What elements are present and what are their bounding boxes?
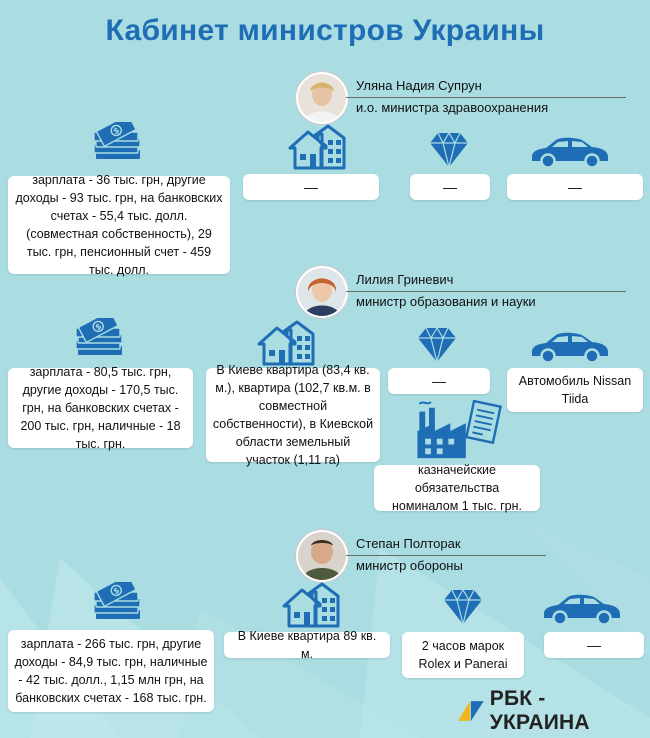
income-box: зарплата - 80,5 тыс. грн, другие доходы … bbox=[8, 365, 193, 451]
logo-text: РБК - УКРАИНА bbox=[489, 687, 590, 734]
minister-name: Степан Полторак bbox=[356, 536, 461, 551]
securities-box: казначейские обязательства номиналом 1 т… bbox=[374, 463, 540, 513]
income-box: зарплата - 266 тыс. грн, другие доходы -… bbox=[8, 630, 214, 712]
car-icon bbox=[542, 593, 622, 626]
rbc-logo: РБК - УКРАИНА bbox=[458, 687, 650, 734]
minister-name: Уляна Надия Супрун bbox=[356, 78, 482, 93]
minister-role: министр обороны bbox=[356, 558, 463, 573]
car-icon bbox=[530, 331, 610, 364]
income-box: зарплата - 36 тыс. грн, другие доходы - … bbox=[8, 173, 230, 277]
name-divider bbox=[346, 555, 546, 556]
money-stack-icon bbox=[93, 582, 141, 620]
minister-name: Лилия Гриневич bbox=[356, 272, 454, 287]
avatar bbox=[296, 530, 348, 582]
valuables-box: 2 часов марок Rolex и Panerai bbox=[402, 632, 524, 678]
real-estate-box: В Киеве квартира (83,4 кв. м.), квартира… bbox=[206, 363, 380, 467]
real-estate-box: В Киеве квартира 89 кв. м. bbox=[224, 629, 390, 661]
name-divider bbox=[346, 97, 626, 98]
factory-document-icon bbox=[416, 400, 502, 460]
diamond-icon bbox=[418, 328, 457, 363]
car-box: — bbox=[507, 174, 643, 200]
valuables-box: — bbox=[410, 174, 490, 200]
minister-2-header: Лилия Гриневич министр образования и нау… bbox=[296, 266, 626, 318]
car-box: — bbox=[544, 632, 644, 658]
diamond-icon bbox=[430, 133, 469, 168]
page-title: Кабинет министров Украины bbox=[105, 14, 545, 47]
avatar bbox=[296, 266, 348, 318]
real-estate-box: — bbox=[243, 174, 379, 200]
minister-role: министр образования и науки bbox=[356, 294, 536, 309]
money-stack-icon bbox=[75, 318, 123, 356]
house-icon bbox=[288, 124, 346, 170]
rbc-logo-mark bbox=[458, 701, 484, 721]
diamond-icon bbox=[444, 590, 483, 625]
money-stack-icon bbox=[93, 122, 141, 160]
minister-3-header: Степан Полторак министр обороны bbox=[296, 530, 626, 582]
valuables-box: — bbox=[388, 368, 490, 394]
avatar bbox=[296, 72, 348, 124]
minister-role: и.о. министра здравоохранения bbox=[356, 100, 549, 115]
name-divider bbox=[346, 291, 626, 292]
minister-1-header: Уляна Надия Супрун и.о. министра здравоо… bbox=[296, 72, 626, 124]
car-icon bbox=[530, 136, 610, 169]
car-box: Автомобиль Nissan Tiida bbox=[507, 368, 643, 412]
house-icon bbox=[282, 582, 340, 628]
